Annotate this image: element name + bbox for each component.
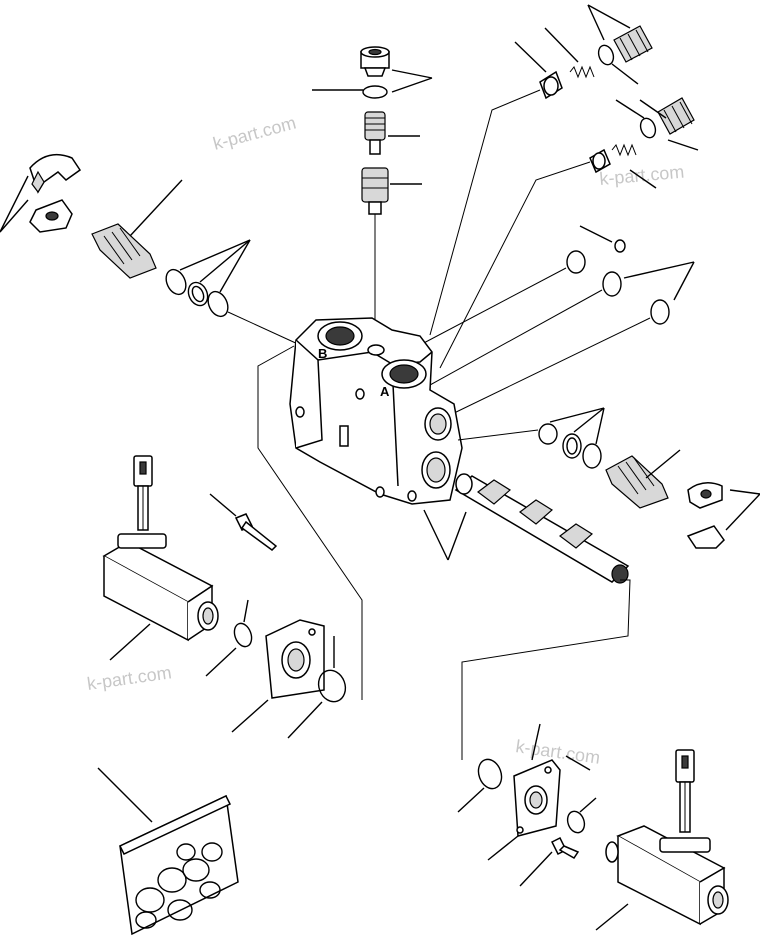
leader-line — [725, 493, 760, 531]
leader-line — [595, 903, 629, 931]
leader-line — [219, 239, 251, 293]
relief-o-ring-upper — [597, 44, 615, 66]
leader-line — [287, 701, 323, 739]
watermark-3: k-part.com — [86, 662, 173, 694]
leader-line — [587, 4, 605, 41]
relief-spring-upper — [569, 65, 595, 79]
watermark-1: k-part.com — [211, 113, 298, 154]
right-relief-cartridge — [605, 455, 669, 509]
leader-line — [615, 99, 645, 119]
left-flange-large-o-ring — [317, 669, 347, 703]
watermark-4: k-part.com — [514, 736, 601, 768]
leader-line — [199, 239, 251, 283]
leader-line — [205, 647, 237, 677]
right-solenoid — [605, 749, 729, 926]
leader-line — [487, 835, 519, 861]
right-flange-small-o-ring — [566, 810, 586, 834]
leader-line — [231, 699, 269, 733]
leader-line — [0, 199, 29, 233]
leader-line — [0, 175, 29, 233]
guide-line — [439, 161, 591, 369]
port-o-ring — [650, 299, 670, 325]
left-flange-plate — [265, 619, 325, 699]
leader-line — [565, 755, 591, 771]
leader-line — [243, 599, 249, 623]
right-bolt — [550, 836, 580, 859]
seal-kit-bag — [118, 794, 239, 936]
leader-line — [573, 407, 605, 433]
relief-plug-upper — [539, 70, 563, 100]
guide-line — [461, 579, 631, 760]
leader-line — [579, 797, 597, 813]
right-flange-plate — [513, 759, 561, 837]
leader-line — [447, 511, 467, 561]
guide-line — [429, 89, 541, 336]
small-o-ring — [614, 239, 626, 253]
leader-line — [97, 767, 153, 823]
leader-line — [673, 261, 695, 301]
left-bolt — [234, 513, 278, 551]
right-o-ring — [582, 443, 602, 469]
port-o-ring — [566, 250, 586, 274]
right-o-ring — [538, 423, 558, 445]
relief-spring-lower — [611, 143, 637, 157]
leader-line — [595, 407, 605, 445]
valve-body — [289, 317, 463, 505]
leader-line — [639, 99, 667, 119]
guide-line — [457, 429, 539, 441]
relief-o-ring-lower — [639, 117, 657, 139]
leader-line — [531, 723, 541, 761]
leader-line — [579, 225, 613, 243]
watermark-2: k-part.com — [599, 162, 685, 189]
upper-left-bracket — [29, 199, 73, 233]
leader-line — [611, 63, 639, 85]
relief-cap-upper — [613, 25, 653, 63]
leader-line — [544, 27, 579, 63]
guide-line — [257, 345, 363, 700]
right-bracket — [686, 525, 725, 549]
top-valve-plug — [364, 111, 386, 155]
guide-line — [227, 311, 301, 346]
leader-line — [645, 449, 681, 479]
port-label-b: B — [318, 346, 327, 361]
left-relief-cartridge — [91, 223, 157, 279]
guide-line — [419, 267, 567, 346]
leader-line — [729, 489, 760, 495]
top-check-valve — [361, 167, 389, 215]
right-backup-ring — [562, 433, 582, 459]
leader-line — [391, 77, 433, 93]
port-label-a: A — [380, 384, 390, 399]
left-o-ring — [207, 290, 229, 318]
leader-line — [423, 509, 449, 561]
leader-line — [519, 851, 553, 887]
leader-line — [587, 4, 631, 29]
leader-line — [209, 493, 237, 517]
relief-cap-lower — [657, 97, 695, 135]
right-flange-o-ring — [477, 758, 503, 790]
leader-line — [629, 169, 657, 189]
port-o-ring — [602, 271, 622, 297]
main-spool — [454, 473, 630, 584]
left-o-ring — [165, 268, 187, 296]
top-plug-cap — [360, 46, 390, 77]
left-solenoid — [102, 455, 219, 642]
left-flange-o-ring — [233, 622, 253, 648]
leader-line — [549, 407, 605, 423]
left-backup-ring — [187, 281, 209, 307]
leader-line — [457, 787, 485, 813]
leader-line — [129, 179, 183, 237]
leader-line — [391, 69, 433, 79]
leader-line — [667, 139, 699, 151]
right-cap-clip — [687, 482, 723, 509]
guide-line — [429, 289, 603, 386]
leader-line — [179, 239, 251, 271]
guide-line — [449, 317, 651, 416]
upper-left-cap-clip — [29, 153, 82, 194]
top-o-ring — [362, 85, 388, 99]
leader-line — [514, 41, 547, 73]
relief-plug-lower — [589, 148, 611, 174]
leader-line — [623, 261, 695, 279]
leader-line — [109, 623, 151, 661]
